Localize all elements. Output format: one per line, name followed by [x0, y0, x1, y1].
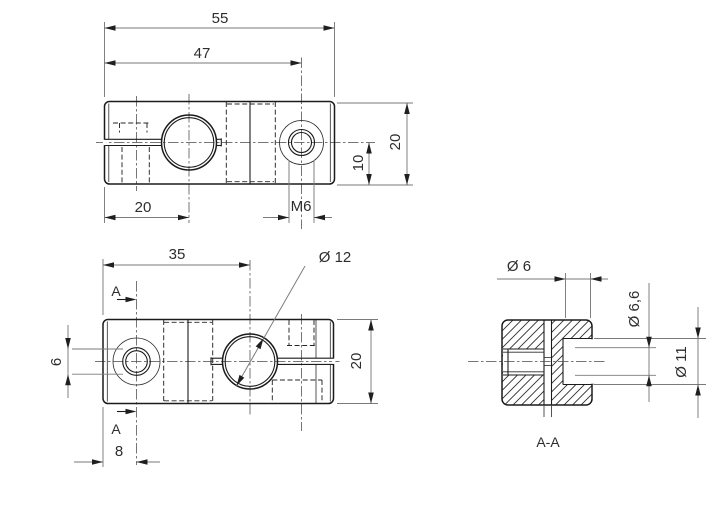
- section-dim-d6-label: Ø 6: [507, 258, 531, 275]
- section-letter-top: A: [111, 283, 121, 299]
- section-title: A-A: [536, 434, 560, 450]
- front-dim-total-width-label: 55: [212, 10, 229, 27]
- front-dim-to-screw-label: 47: [194, 45, 211, 62]
- front-dim-to-bore-label: 20: [135, 199, 152, 216]
- plan-dim-hole-offset-label: 8: [115, 443, 123, 460]
- section-dim-d11-label: Ø 11: [673, 346, 690, 377]
- section-letter-bottom: A: [111, 421, 121, 437]
- front-thread-label: M6: [291, 198, 312, 215]
- front-dim-screw-height-label: 10: [350, 155, 367, 172]
- section-dim-d66-label: Ø 6,6: [626, 291, 643, 328]
- plan-view: 35 Ø 12 A A 6 20 8: [48, 246, 378, 467]
- plan-bore-diameter-label: Ø 12: [319, 249, 352, 266]
- section-view: Ø 6 Ø 6,6 Ø 11 A-A: [468, 258, 706, 450]
- plan-dim-hole-label: 6: [48, 358, 65, 366]
- front-view: 55 47 20 M6 10 20: [96, 10, 413, 229]
- plan-dim-to-bore-label: 35: [169, 246, 186, 263]
- front-dim-height-label: 20: [387, 134, 404, 151]
- plan-dim-height-label: 20: [348, 353, 365, 370]
